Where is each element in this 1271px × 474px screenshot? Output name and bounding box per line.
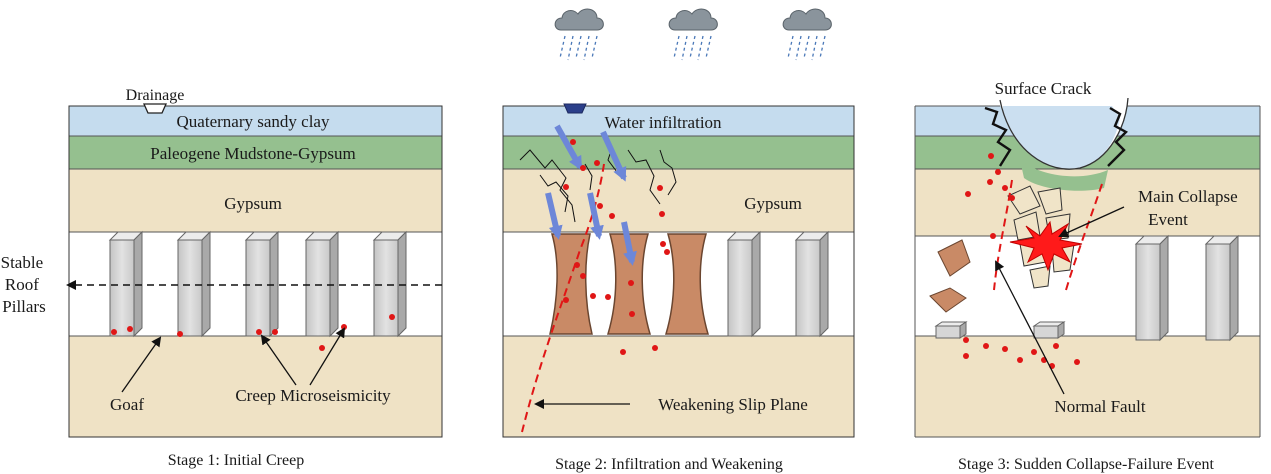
pillar [109,231,143,337]
goaf-label: Goaf [110,395,144,414]
drainage-label: Drainage [126,87,185,104]
drainage-ditch [142,103,168,114]
normal-fault [993,179,1013,291]
stage3-panel: Surface Crack Main Collapse Event Normal… [914,79,1261,473]
pillar [177,231,211,337]
normal-fault [1065,183,1103,291]
pillar [305,231,339,337]
broken-pillar-stub [1032,321,1066,339]
normal-fault-label: Normal Fault [1054,397,1145,416]
fault-pointer [995,260,1065,395]
falling-debris [937,239,971,277]
falling-debris [929,287,967,313]
weakened-pillar [664,233,710,335]
pillar [1205,235,1239,341]
goaf-pointer [121,336,162,393]
collapse-pointer [1058,206,1125,238]
layer-gypsum-label: Gypsum [744,194,802,213]
layer-mudstone-label: Paleogene Mudstone-Gypsum [150,144,355,163]
pillar [795,231,829,337]
microseismic-events [563,139,670,355]
rain-cloud-icon [554,8,605,61]
stage2-caption: Stage 2: Infiltration and Weakening [555,456,783,473]
stable-roof-pillars-label: Stable Roof Pillars [1,253,48,316]
pillar [373,231,407,337]
pillar [727,231,761,337]
pillar [1135,235,1169,341]
slip-plane [521,163,605,433]
weakened-pillar [549,233,593,335]
microseismic-events [111,314,395,351]
water-infiltration-label: Water infiltration [604,113,722,132]
creep-microseismicity-label: Creep Microseismicity [235,386,391,405]
pillar [245,231,279,337]
layer-gypsum-label: Gypsum [224,194,282,213]
broken-pillar-stub [934,321,968,339]
layer-quaternary-label: Quaternary sandy clay [177,112,330,131]
stage2-panel: Water infiltration Gypsum [502,103,855,473]
surface-crack [984,106,1128,167]
weakening-slip-plane-label: Weakening Slip Plane [658,395,808,414]
creep-pointer [309,327,346,386]
creep-pointer [260,334,297,386]
rain-cloud-icon [668,8,719,61]
stage1-caption: Stage 1: Initial Creep [168,452,304,469]
collapse-event-icon [1009,220,1083,272]
rain-cloud-icon [782,8,833,61]
microseismic-events [963,153,1080,369]
stage1-panel: Drainage Quaternary sandy clay Paleogene… [1,87,443,469]
surface-crack-label: Surface Crack [995,79,1092,98]
stage3-caption: Stage 3: Sudden Collapse-Failure Event [958,456,1215,473]
main-collapse-label: Main Collapse Event [1138,187,1242,229]
drainage-ditch [563,103,587,114]
water-infiltration-arrows [545,124,637,266]
